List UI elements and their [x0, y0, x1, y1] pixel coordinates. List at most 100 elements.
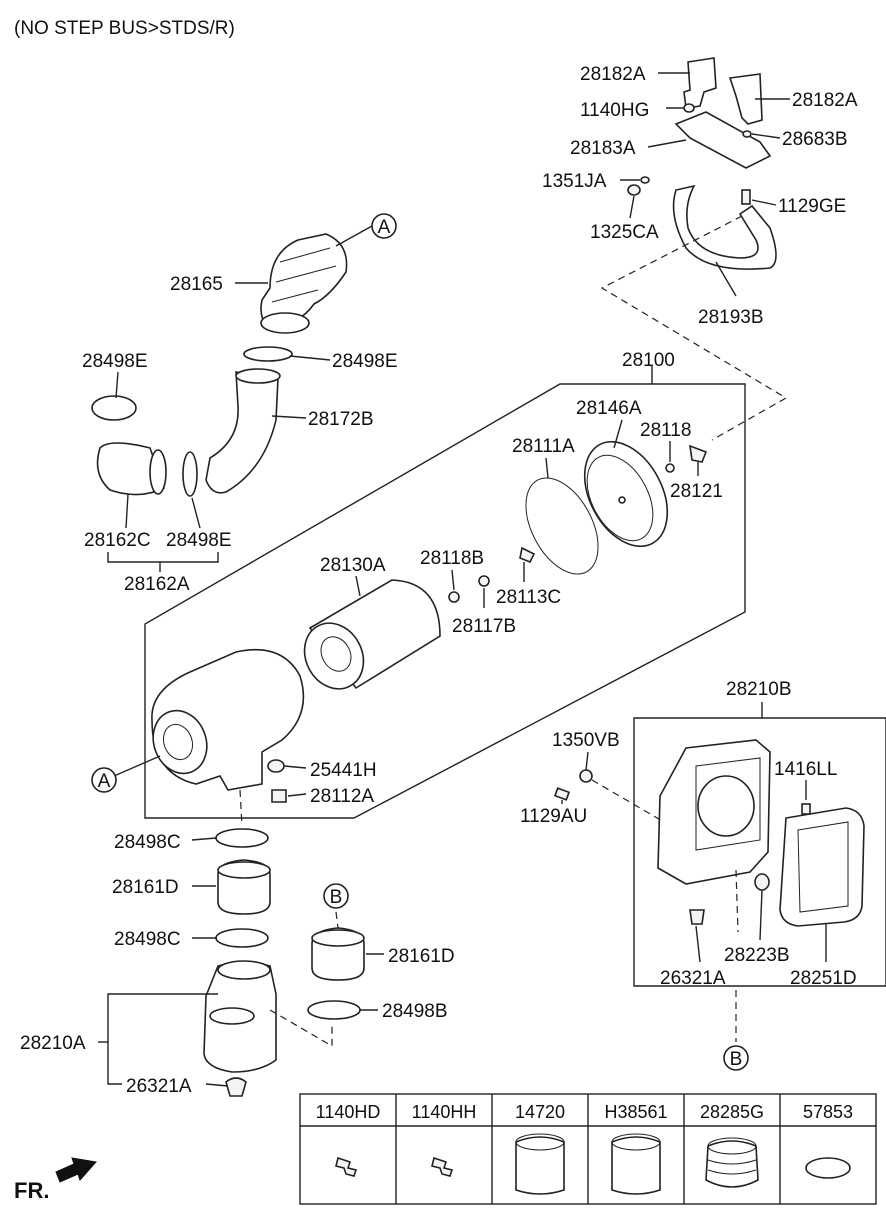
bracket-assembly [620, 57, 790, 297]
label-1351JA[interactable]: 1351JA [542, 171, 607, 192]
marker-b-lower [323, 883, 349, 909]
label-28113C[interactable]: 28113C [496, 587, 561, 608]
nut-1325CA [627, 184, 641, 196]
label-28112A[interactable]: 28112A [310, 786, 374, 807]
cover-28146A [583, 440, 669, 548]
label-28162A[interactable]: 28162A [124, 574, 190, 595]
precleaner-parts [553, 739, 865, 1042]
valve-28112A [271, 789, 287, 803]
label-28498B[interactable]: 28498B [382, 1001, 448, 1022]
front-arrow-icon [55, 1157, 97, 1183]
label-28130A[interactable]: 28130A [320, 555, 386, 576]
diagram-title: (NO STEP BUS>STDS/R) [14, 18, 235, 39]
label-1129AU[interactable]: 1129AU [520, 806, 587, 827]
marker-a-left-label: A [98, 771, 111, 792]
label-28165[interactable]: 28165 [170, 274, 223, 295]
table-header-H38561: H38561 [604, 1102, 667, 1122]
label-25441H[interactable]: 25441H [310, 760, 377, 781]
label-28498C-lower[interactable]: 28498C [114, 929, 181, 950]
parts-table: 1140HD 1140HH 14720 H38561 28285G 57853 [299, 1093, 877, 1205]
strap-28193B [672, 184, 777, 270]
bracket-28182A-right [728, 73, 763, 125]
label-28223B[interactable]: 28223B [724, 945, 790, 966]
table-header-14720: 14720 [515, 1102, 565, 1122]
clamp-28498C-lower [215, 928, 269, 948]
clamp-28498E-bottom [182, 451, 198, 497]
label-28183A[interactable]: 28183A [570, 138, 636, 159]
hose-28162C [96, 442, 165, 496]
fr-label: FR. [14, 1178, 49, 1203]
label-28161D-right[interactable]: 28161D [388, 946, 455, 967]
gasket-28111A [525, 477, 599, 575]
bolt-1129AU [553, 787, 571, 801]
marker-a-left [91, 767, 117, 793]
intake-hoses [91, 225, 373, 572]
marker-b-right [723, 1045, 749, 1071]
label-28193B[interactable]: 28193B [698, 307, 764, 328]
label-28161D-left[interactable]: 28161D [112, 877, 179, 898]
marker-b-right-label: B [730, 1049, 743, 1070]
washer-28118B [448, 591, 460, 603]
label-28117B[interactable]: 28117B [452, 616, 516, 637]
marker-a-top [371, 213, 397, 239]
pipe-28172B [205, 371, 279, 494]
label-28111A[interactable]: 28111A [512, 436, 575, 457]
label-28182A-right[interactable]: 28182A [792, 90, 858, 111]
part-labels: 28182A 28182A 1140HG 28183A 28683B 1351J… [20, 64, 858, 1097]
filter-H38561-image [611, 1136, 661, 1195]
front-indicator: FR. [14, 1157, 97, 1203]
label-28146A[interactable]: 28146A [576, 398, 642, 419]
label-28182A-left[interactable]: 28182A [580, 64, 646, 85]
label-28100[interactable]: 28100 [622, 350, 675, 371]
assembly-box-28100 [144, 383, 746, 819]
bolt-1129GE [741, 189, 751, 205]
clamp-28498E-left [91, 395, 137, 421]
label-1416LL[interactable]: 1416LL [774, 759, 837, 780]
label-28498E-top[interactable]: 28498E [332, 351, 398, 372]
bracket-28182A-left [683, 57, 717, 109]
washer-1350VB [579, 769, 593, 783]
table-header-57853: 57853 [803, 1102, 853, 1122]
label-28251D[interactable]: 28251D [790, 968, 857, 989]
label-28118B[interactable]: 28118B [420, 548, 484, 569]
label-28210B[interactable]: 28210B [726, 679, 792, 700]
clamp-57853-image [805, 1157, 851, 1179]
washer-1351JA [640, 176, 650, 184]
label-1350VB[interactable]: 1350VB [552, 730, 620, 751]
label-28172B[interactable]: 28172B [308, 409, 374, 430]
washer-28683B [742, 130, 752, 138]
screw-1416LL [801, 803, 811, 815]
label-28121[interactable]: 28121 [670, 481, 723, 502]
label-1140HG[interactable]: 1140HG [580, 100, 649, 121]
clip-26321A-left [225, 1077, 247, 1097]
assembly-box-28210B [633, 717, 886, 987]
table-header-1140HH: 1140HH [412, 1102, 477, 1122]
label-28118[interactable]: 28118 [640, 420, 691, 441]
bracket-28183A [674, 111, 772, 169]
indicator-25441H [267, 759, 285, 773]
nut-28121 [689, 444, 708, 463]
clip-26321A-right [689, 909, 705, 925]
bolt-1140HD-image [335, 1156, 358, 1177]
label-1129GE[interactable]: 1129GE [778, 196, 846, 217]
bolt-1140HG [683, 103, 695, 113]
clamp-28498C-upper [215, 828, 269, 848]
air-cleaner-parts [113, 419, 708, 803]
lower-hoses [98, 789, 384, 1097]
grommet-28223B [754, 873, 770, 891]
filter-14720-image [515, 1136, 565, 1195]
table-header-28285G: 28285G [700, 1102, 764, 1122]
label-28210A[interactable]: 28210A [20, 1033, 86, 1054]
label-28498E-bottom[interactable]: 28498E [166, 530, 232, 551]
label-28162C[interactable]: 28162C [84, 530, 151, 551]
label-28498E-left[interactable]: 28498E [82, 351, 148, 372]
label-28683B[interactable]: 28683B [782, 129, 848, 150]
marker-b-lower-label: B [330, 887, 343, 908]
label-26321A-right[interactable]: 26321A [660, 968, 726, 989]
table-header-1140HD: 1140HD [316, 1102, 381, 1122]
washer-28117B [478, 575, 490, 587]
label-28498C-upper[interactable]: 28498C [114, 832, 181, 853]
label-26321A-left[interactable]: 26321A [126, 1076, 192, 1097]
label-1325CA[interactable]: 1325CA [590, 222, 659, 243]
